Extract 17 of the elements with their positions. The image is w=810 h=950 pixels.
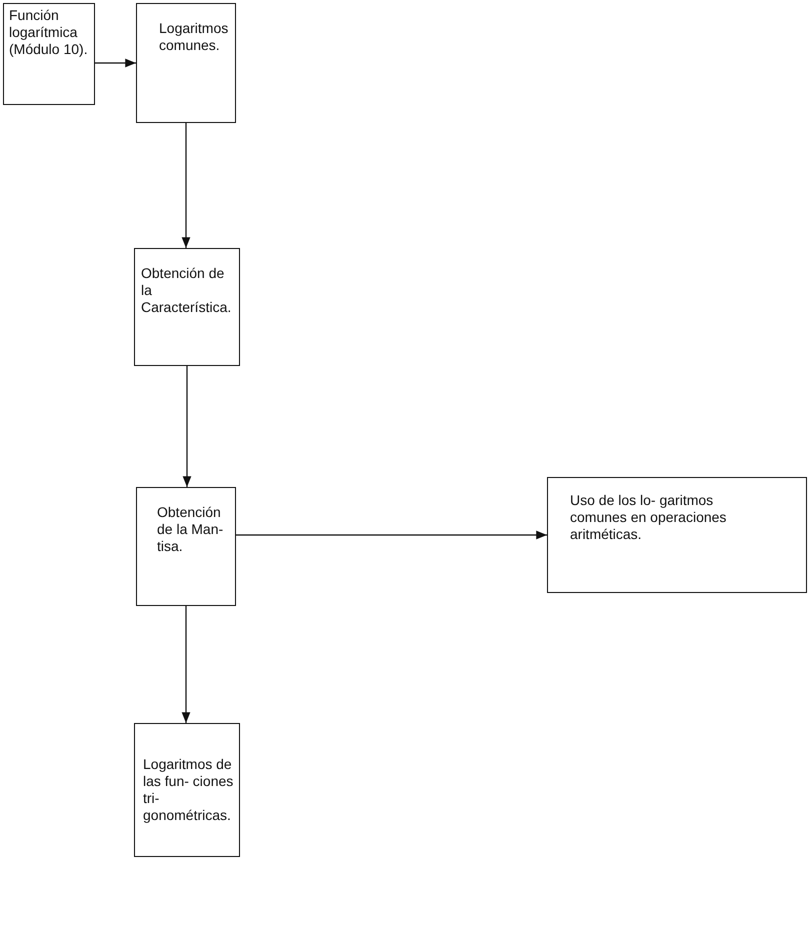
process-box bbox=[134, 723, 240, 857]
arrow bbox=[236, 530, 547, 540]
arrow bbox=[95, 58, 136, 68]
process-box bbox=[134, 248, 240, 366]
process-box bbox=[3, 3, 95, 105]
box-text: Función logarítmica (Módulo 10). bbox=[9, 7, 89, 58]
process-box bbox=[136, 487, 236, 606]
process-box bbox=[547, 477, 807, 593]
box-text: Uso de los lo- garitmos comunes en operaciones aritméticas. bbox=[570, 492, 728, 543]
arrow bbox=[182, 123, 190, 248]
box-text: Obtención de la Característica. bbox=[141, 265, 232, 316]
process-box bbox=[136, 3, 236, 123]
box-text: Logaritmos de las fun- ciones tri- gonométricas. bbox=[143, 756, 234, 824]
arrow bbox=[182, 366, 192, 487]
box-text: Logaritmos comunes. bbox=[159, 20, 230, 54]
box-text: Obtención de la Man- tisa. bbox=[157, 504, 224, 555]
arrow bbox=[182, 606, 190, 723]
